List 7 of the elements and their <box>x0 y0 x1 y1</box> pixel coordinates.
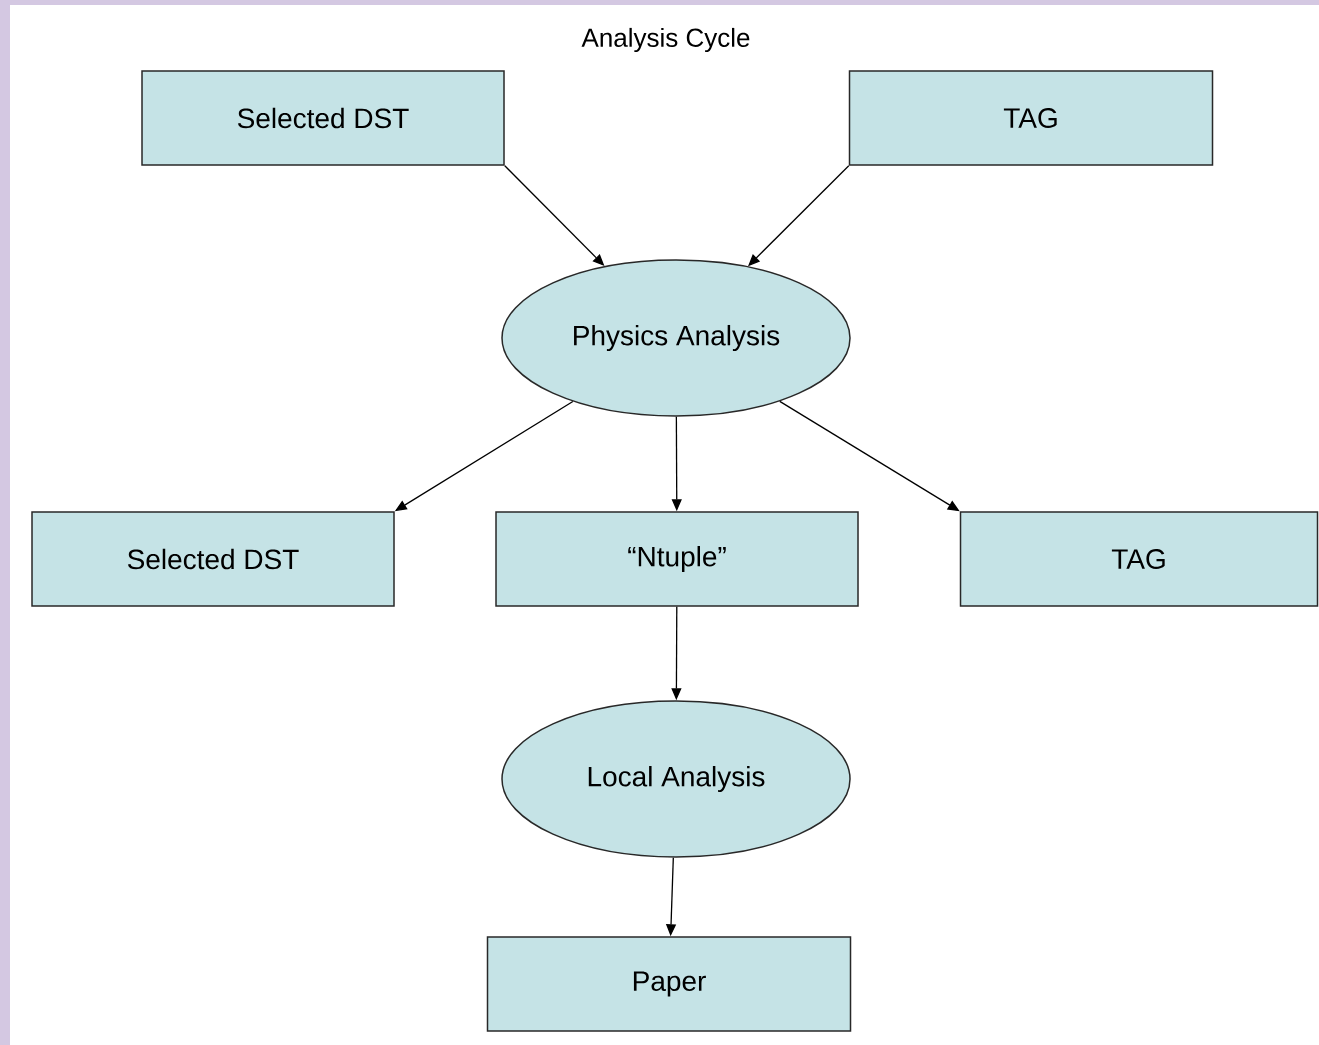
title: Analysis Cycle <box>581 27 750 53</box>
process-box: Selected DST <box>141 70 505 166</box>
process-box: Paper <box>486 936 852 1032</box>
process-box: “Ntuple” <box>495 511 859 607</box>
process-box: TAG <box>848 70 1214 166</box>
process-box: TAG <box>959 511 1319 607</box>
process-box: Selected DST <box>31 511 395 607</box>
